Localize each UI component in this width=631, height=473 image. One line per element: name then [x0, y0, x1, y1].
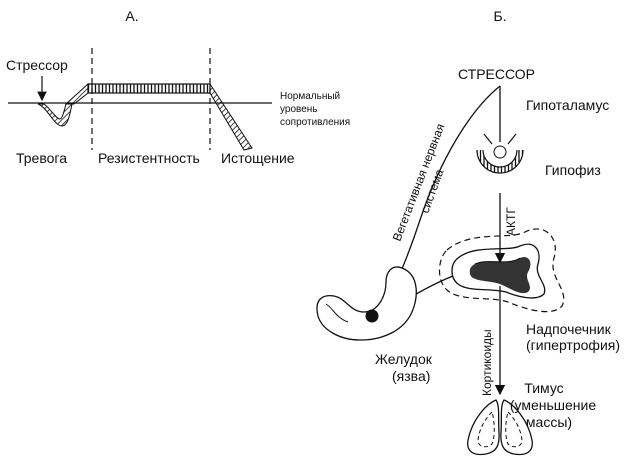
normal-level-label-2: уровень	[280, 104, 318, 115]
phase-alarm-label: Тревога	[16, 150, 67, 166]
adrenal-label-2: (гипертрофия)	[526, 337, 620, 353]
actg-label: АКТГ	[504, 207, 518, 236]
normal-level-label-3: сопротивления	[280, 117, 350, 128]
corticoids-label: Кортикоиды	[480, 329, 494, 396]
stomach-label-1: Желудок	[375, 351, 433, 367]
phase-exhaustion-label: Истощение	[221, 150, 295, 166]
panel-a: А. Стрессор Нормальный уровень сопротивл…	[6, 8, 350, 166]
adrenal-label-1: Надпочечник	[526, 321, 612, 337]
hypothalamus-label: Гипоталамус	[526, 97, 609, 113]
resistance-rise-curve	[64, 82, 89, 105]
resistance-plateau	[87, 83, 211, 94]
stomach-icon	[316, 266, 417, 341]
panel-b: Б. СТРЕССОР Гипоталамус Гипофиз АКТГ Вег…	[316, 8, 620, 456]
normal-level-label-1: Нормальный	[280, 91, 340, 102]
thymus-icon	[467, 399, 533, 456]
exhaustion-decline-curve	[209, 82, 253, 151]
thymus-label-3: массы)	[526, 414, 572, 430]
stressor-label: Стрессор	[6, 57, 68, 73]
phase-resistance-label: Резистентность	[98, 150, 200, 166]
alarm-dip-curve	[37, 103, 73, 127]
stomach-label-2: (язва)	[392, 368, 430, 384]
adrenal-gland-icon	[438, 228, 565, 313]
stressor-b-label: СТРЕССОР	[458, 66, 535, 82]
panel-b-label: Б.	[493, 8, 506, 24]
pituitary-label: Гипофиз	[545, 162, 601, 178]
thymus-label-1: Тимус	[524, 380, 563, 396]
pituitary-icon	[476, 133, 524, 174]
panel-a-label: А.	[125, 8, 138, 24]
thymus-label-2: (уменьшение	[510, 397, 597, 413]
